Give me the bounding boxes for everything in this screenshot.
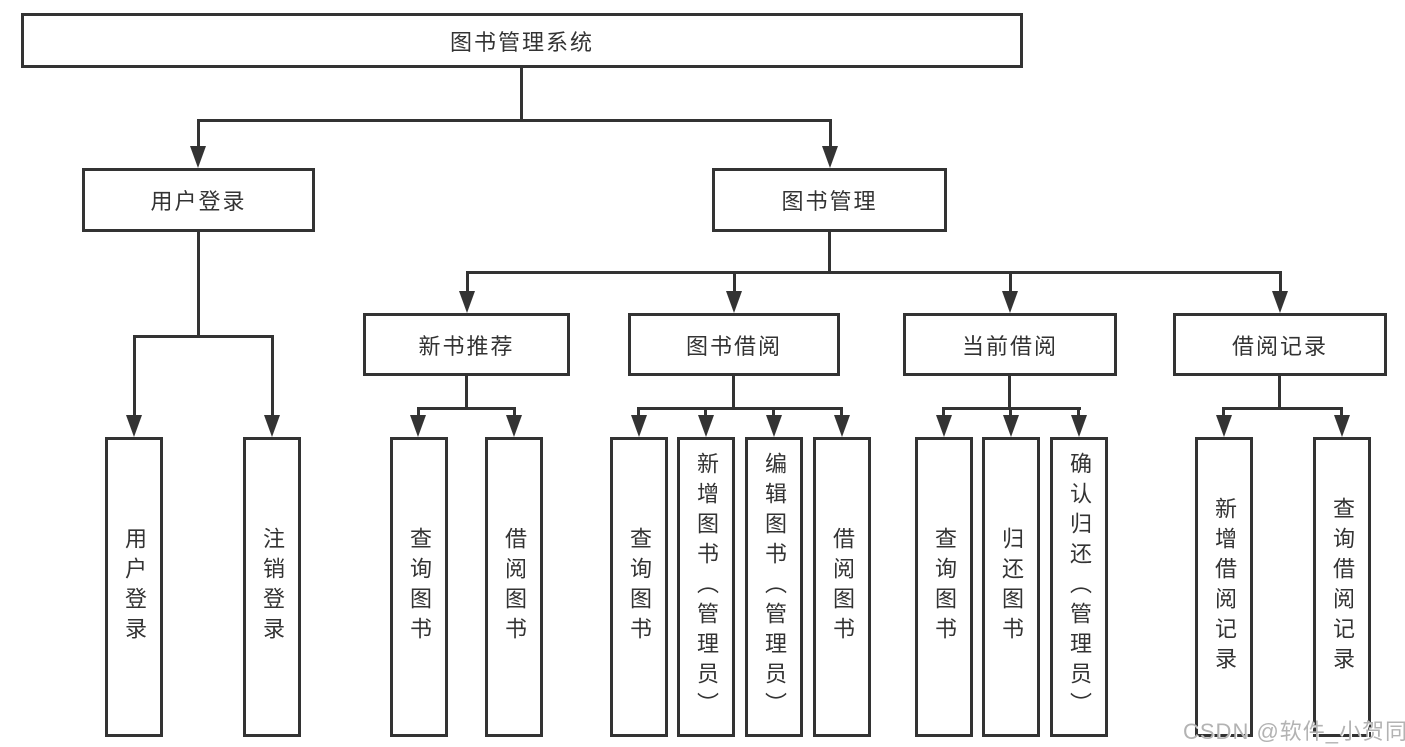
connector <box>466 274 469 291</box>
connector <box>1009 274 1012 291</box>
node-label: 新增借阅记录 <box>1212 497 1237 677</box>
node-label: 图书借阅 <box>685 333 782 359</box>
arrow-down-icon <box>726 291 742 313</box>
leaf-return-books: 归还图书 <box>982 437 1040 737</box>
leaf-edit-books-admin: 编辑图书（管理员） <box>745 437 803 737</box>
node-current-borrow: 当前借阅 <box>903 313 1117 376</box>
watermark-text: CSDN @软件_小贺同学 <box>1183 719 1405 744</box>
node-label: 新书推荐 <box>418 333 515 359</box>
node-label: 查询图书 <box>407 527 432 647</box>
connector <box>1278 376 1281 407</box>
connector <box>840 410 843 415</box>
arrow-down-icon <box>1272 291 1288 313</box>
node-book-borrow: 图书借阅 <box>628 313 840 376</box>
leaf-query-books-current: 查询图书 <box>915 437 973 737</box>
connector <box>828 232 831 271</box>
leaf-user-login: 用户登录 <box>105 437 163 737</box>
arrow-down-icon <box>766 415 782 437</box>
node-label: 查询图书 <box>932 527 957 647</box>
node-label: 编辑图书（管理员） <box>762 452 787 722</box>
arrow-down-icon <box>1334 415 1350 437</box>
leaf-borrow-books: 借阅图书 <box>813 437 871 737</box>
node-book-management: 图书管理 <box>712 168 947 232</box>
connector <box>133 335 274 338</box>
connector <box>197 232 200 335</box>
leaf-logout: 注销登录 <box>243 437 301 737</box>
leaf-confirm-return-admin: 确认归还（管理员） <box>1050 437 1108 737</box>
arrow-down-icon <box>459 291 475 313</box>
connector <box>197 122 200 146</box>
connector <box>772 410 775 415</box>
node-label: 用户登录 <box>122 527 147 647</box>
leaf-query-borrow-record: 查询借阅记录 <box>1313 437 1371 737</box>
node-label: 归还图书 <box>999 527 1024 647</box>
node-label: 当前借阅 <box>961 333 1058 359</box>
arrow-down-icon <box>698 415 714 437</box>
node-label: 借阅图书 <box>830 527 855 647</box>
connector <box>829 122 832 146</box>
connector <box>1279 274 1282 291</box>
connector <box>942 407 1081 410</box>
node-label: 用户登录 <box>150 189 247 214</box>
node-label: 借阅记录 <box>1231 333 1328 359</box>
arrow-down-icon <box>1002 291 1018 313</box>
arrow-down-icon <box>834 415 850 437</box>
leaf-borrow-books-recommend: 借阅图书 <box>485 437 543 737</box>
node-label: 图书管理 <box>781 189 878 214</box>
node-borrow-records: 借阅记录 <box>1173 313 1387 376</box>
arrow-down-icon <box>1071 415 1087 437</box>
connector <box>732 376 735 407</box>
node-label: 注销登录 <box>260 527 285 647</box>
connector <box>520 68 523 122</box>
connector <box>637 407 843 410</box>
arrow-down-icon <box>506 415 522 437</box>
node-new-book-recommend: 新书推荐 <box>363 313 570 376</box>
arrow-down-icon <box>190 146 206 168</box>
connector <box>733 274 736 291</box>
connector <box>942 410 945 415</box>
connector <box>1077 410 1080 415</box>
arrow-down-icon <box>936 415 952 437</box>
node-library-management-system: 图书管理系统 <box>21 13 1023 68</box>
arrow-down-icon <box>1216 415 1232 437</box>
node-label: 新增图书（管理员） <box>694 452 719 722</box>
connector <box>637 410 640 415</box>
connector <box>197 119 832 122</box>
arrow-down-icon <box>631 415 647 437</box>
arrow-down-icon <box>264 415 280 437</box>
connector <box>465 376 468 407</box>
connector <box>133 338 136 415</box>
arrow-down-icon <box>822 146 838 168</box>
arrow-down-icon <box>1003 415 1019 437</box>
leaf-query-books-recommend: 查询图书 <box>390 437 448 737</box>
leaf-query-books-borrow: 查询图书 <box>610 437 668 737</box>
node-user-login: 用户登录 <box>82 168 315 232</box>
connector <box>417 410 420 415</box>
node-label: 借阅图书 <box>502 527 527 647</box>
connector <box>1009 410 1012 415</box>
node-label: 查询图书 <box>627 527 652 647</box>
connector <box>1340 410 1343 415</box>
leaf-add-borrow-record: 新增借阅记录 <box>1195 437 1253 737</box>
connector <box>513 410 516 415</box>
node-label: 查询借阅记录 <box>1330 497 1355 677</box>
connector <box>466 271 1282 274</box>
connector <box>417 407 516 410</box>
node-label: 确认归还（管理员） <box>1067 452 1092 722</box>
leaf-add-books-admin: 新增图书（管理员） <box>677 437 735 737</box>
connector <box>704 410 707 415</box>
node-label: 图书管理系统 <box>449 29 594 55</box>
connector <box>1222 410 1225 415</box>
connector <box>1222 407 1343 410</box>
arrow-down-icon <box>410 415 426 437</box>
connector <box>271 338 274 415</box>
arrow-down-icon <box>126 415 142 437</box>
connector <box>1008 376 1011 407</box>
